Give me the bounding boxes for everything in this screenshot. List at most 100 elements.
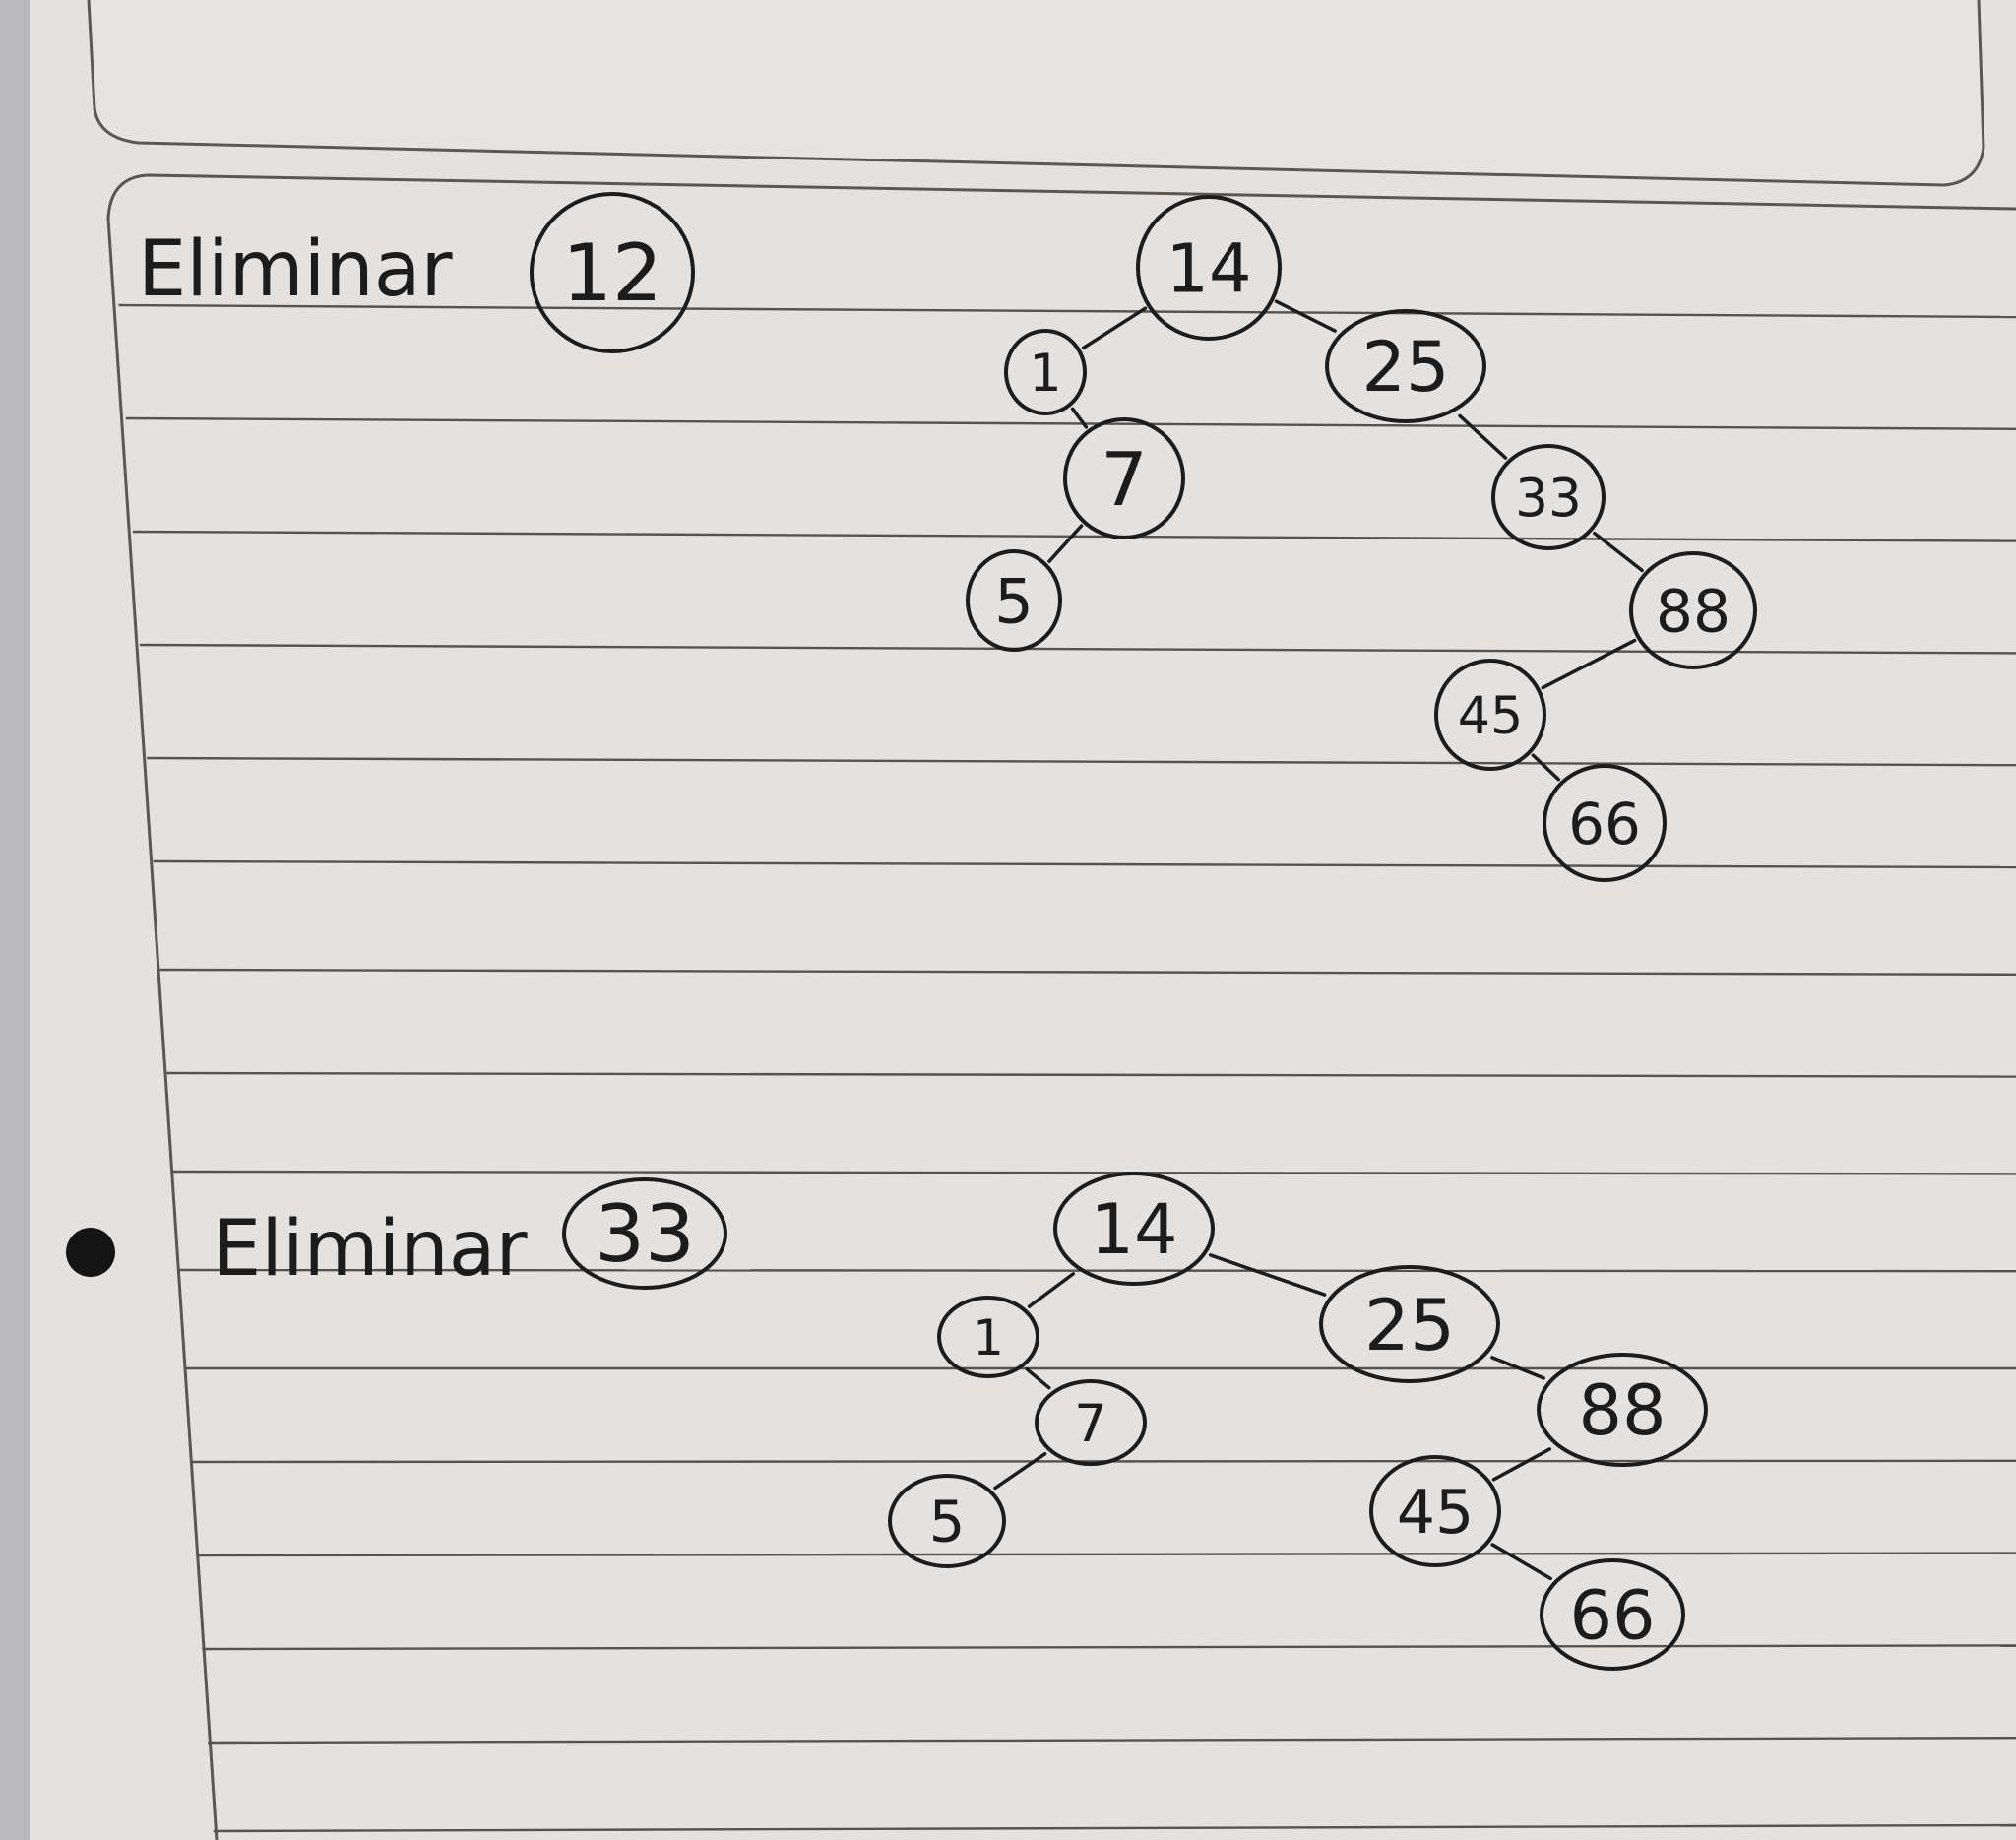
tree-node-circle <box>1491 444 1606 550</box>
tree-node: 5 <box>966 549 1062 652</box>
ruled-line <box>125 416 2016 430</box>
tree-node-circle <box>1136 195 1282 341</box>
tree-edge <box>1027 1272 1076 1308</box>
tree-edge <box>1490 1543 1552 1581</box>
ruled-area-border <box>106 173 2016 1840</box>
tree-node-value: 66 <box>1568 791 1641 857</box>
tree-node: 1 <box>937 1296 1040 1378</box>
deleted-value: 33 <box>595 1188 695 1280</box>
tree-node-value: 5 <box>929 1490 966 1555</box>
deleted-value-circle <box>530 192 695 353</box>
tree-nodes: 14 1 7 5 25 88 45 66 <box>888 1172 1708 1671</box>
tree-edge <box>1593 531 1644 573</box>
ruled-line <box>147 756 2016 767</box>
tree-edge <box>1458 413 1508 460</box>
tree-node-value: 1 <box>973 1309 1004 1366</box>
tree-node: 88 <box>1537 1353 1708 1467</box>
ruled-line <box>196 1552 2016 1557</box>
tree-edge <box>1208 1253 1327 1297</box>
tree-node-circle <box>1053 1172 1215 1286</box>
tree-node: 5 <box>888 1474 1006 1568</box>
tree-node: 66 <box>1543 764 1667 882</box>
ruled-line <box>159 968 2016 976</box>
tree-diagram: 14 1 7 5 25 88 45 66 <box>888 1172 1708 1671</box>
tree-node-value: 33 <box>1515 468 1582 529</box>
tree-node-circle <box>888 1474 1006 1568</box>
tree-edge <box>1491 1447 1552 1482</box>
tree-edge <box>1047 524 1084 563</box>
tree-node: 88 <box>1629 551 1757 669</box>
tree-edge <box>1081 306 1148 350</box>
tree-node: 1 <box>1004 329 1087 415</box>
tree-node: 7 <box>1035 1379 1147 1466</box>
section-label: Eliminar <box>213 1205 529 1294</box>
ruled-line <box>178 1268 2016 1273</box>
tree-node-value: 14 <box>1166 231 1251 309</box>
ruled-line <box>153 859 2016 869</box>
tree-node: 14 <box>1053 1172 1215 1286</box>
tree-node-circle <box>1063 417 1185 539</box>
tree-edge <box>1025 1367 1051 1390</box>
tree-node: 45 <box>1434 659 1546 771</box>
tree-node: 14 <box>1136 195 1282 341</box>
tree-nodes: 14 175 25 33 88 45 66 <box>966 195 1757 882</box>
ruled-line <box>165 1071 2016 1078</box>
ruled-line <box>202 1644 2016 1651</box>
tree-node: 33 <box>1491 444 1606 550</box>
tree-node-value: 66 <box>1569 1578 1655 1656</box>
tree-node: 7 <box>1063 417 1185 539</box>
tree-node: 25 <box>1319 1265 1500 1383</box>
tree-node-value: 45 <box>1458 687 1524 746</box>
tree-node-circle <box>1325 309 1486 423</box>
tree-node-value: 7 <box>1074 1394 1106 1454</box>
ruled-line <box>118 303 2016 319</box>
section-delete-33: Eliminar 33 14 1 7 5 25 88 45 66 <box>213 1172 1708 1671</box>
tree-node-circle <box>1629 551 1757 669</box>
tree-node: 45 <box>1369 1455 1501 1567</box>
tree-node-value: 1 <box>1029 344 1061 404</box>
tree-edges <box>993 1253 1552 1581</box>
tree-node-circle <box>1369 1455 1501 1567</box>
tree-node-value: 5 <box>994 566 1034 638</box>
tree-edge <box>1490 1356 1546 1380</box>
tree-node-value: 88 <box>1578 1370 1666 1451</box>
tree-node-circle <box>1543 764 1667 882</box>
tree-node-circle <box>1035 1379 1147 1466</box>
ruled-lines <box>118 303 2016 1833</box>
deleted-value-circle <box>562 1177 727 1290</box>
ruled-line <box>140 643 2016 655</box>
tree-node-circle <box>937 1296 1040 1378</box>
tree-node: 66 <box>1540 1558 1685 1671</box>
tree-node-value: 25 <box>1361 327 1449 408</box>
tree-node-value: 7 <box>1101 436 1148 523</box>
tree-edges <box>1047 299 1644 782</box>
tree-node-circle <box>1004 329 1087 415</box>
tree-edge <box>1070 407 1089 429</box>
ruled-line <box>208 1736 2016 1745</box>
tree-edge <box>1274 299 1337 333</box>
ruled-line <box>172 1170 2016 1175</box>
tree-node-circle <box>1434 659 1546 771</box>
tree-edge <box>993 1451 1047 1491</box>
section-label: Eliminar <box>138 225 454 314</box>
tree-edge <box>1531 753 1561 782</box>
header-box <box>87 0 1985 187</box>
deleted-value: 12 <box>562 227 662 319</box>
punch-hole <box>66 1228 115 1277</box>
section-delete-12: Eliminar 12 14 175 25 33 88 45 66 <box>138 192 1757 882</box>
tree-edge <box>1541 638 1637 690</box>
tree-node-value: 25 <box>1364 1285 1455 1367</box>
tree-node-value: 45 <box>1397 1477 1475 1548</box>
tree-node-circle <box>1540 1558 1685 1671</box>
tree-node-circle <box>966 549 1062 652</box>
paper-sheet <box>30 0 2016 1840</box>
tree-node: 25 <box>1325 309 1486 423</box>
binder-strip <box>0 0 30 1840</box>
tree-node-value: 88 <box>1656 578 1731 647</box>
ruled-line <box>132 530 2016 542</box>
tree-diagram: 14 175 25 33 88 45 66 <box>966 195 1757 882</box>
tree-node-circle <box>1319 1265 1500 1383</box>
ruled-line <box>213 1823 2016 1833</box>
tree-node-value: 14 <box>1090 1189 1177 1270</box>
